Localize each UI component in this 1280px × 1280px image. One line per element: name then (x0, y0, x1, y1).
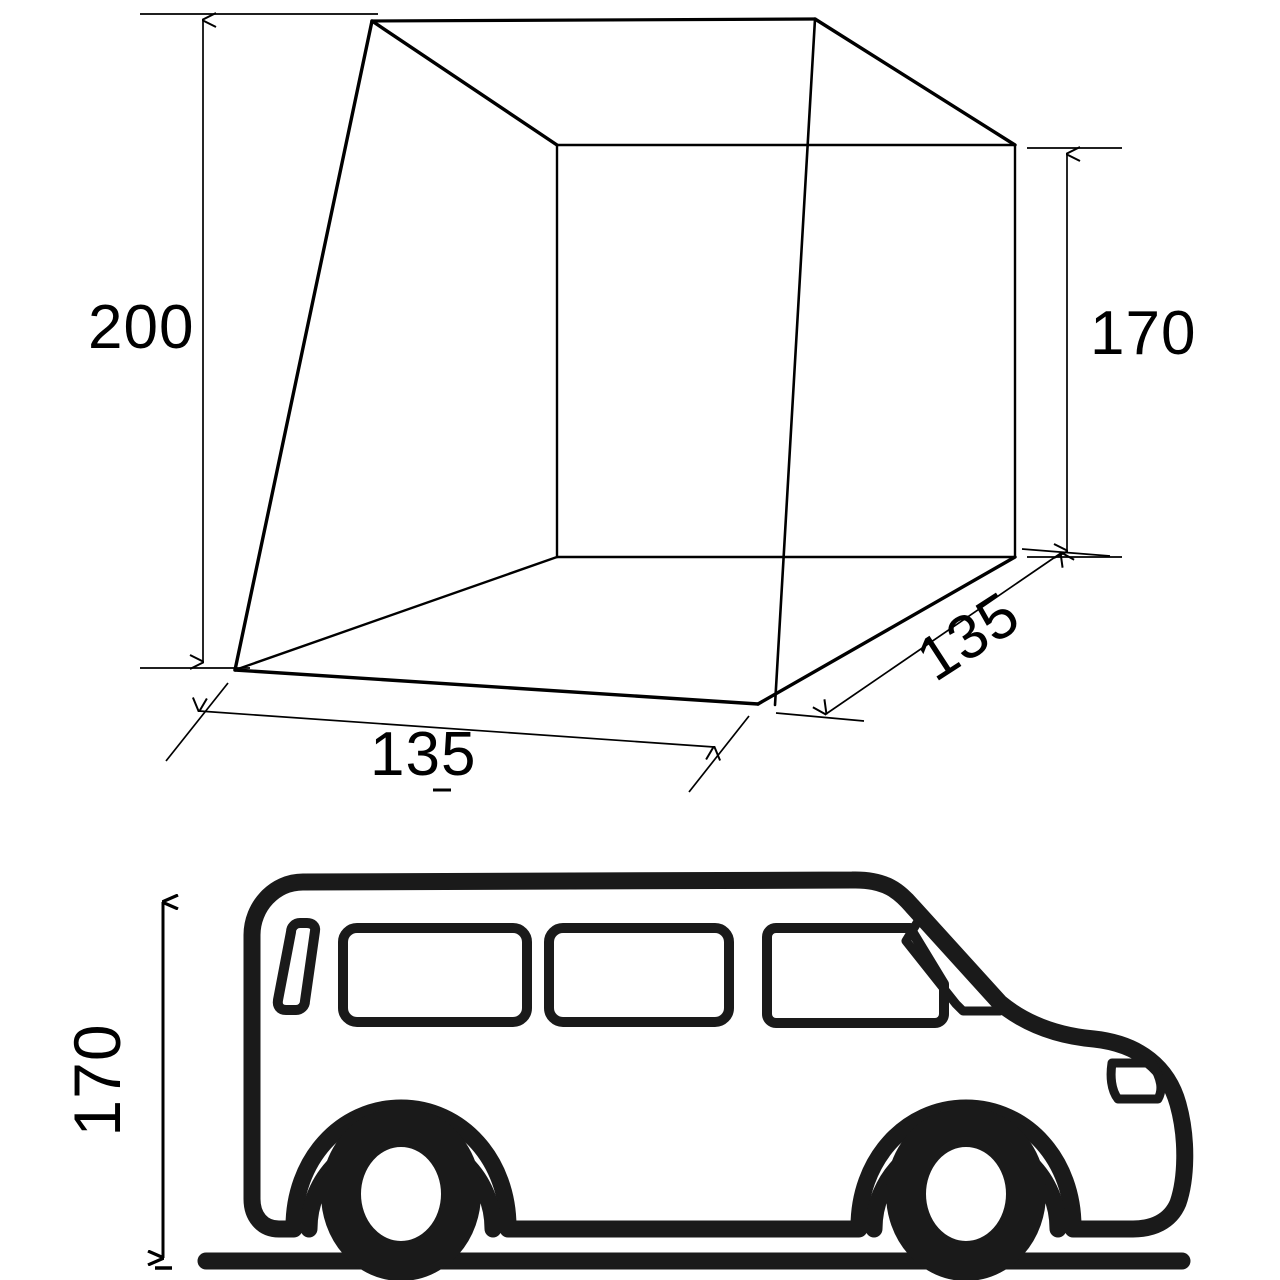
window-front (762, 923, 949, 1028)
front-wheel (865, 1107, 1067, 1280)
dimension-width-135-bottom (165, 682, 750, 793)
dim-line-135-diagonal (826, 553, 1061, 714)
tick-135-diag-upper (1021, 548, 1111, 557)
dim-line-135-bottom (199, 711, 714, 747)
edge-left-front-post (233, 19, 374, 672)
dimension-label-200: 200 (88, 293, 194, 362)
dimension-label-170-awning: 170 (1090, 299, 1196, 368)
windshield (901, 913, 1005, 1016)
tick-135-bottom-left (165, 682, 229, 762)
tick-135-diag-lower (775, 712, 865, 722)
roof-fold-right (813, 17, 1017, 147)
rear-tyre (321, 1107, 481, 1280)
van-side-elevation: 170 (60, 871, 1194, 1280)
dimension-label-170-van: 170 (60, 1023, 134, 1136)
rear-door-glass-strip (272, 918, 321, 1015)
edge-rear-right-post (773, 17, 817, 707)
dimension-depth-135-diagonal (775, 548, 1111, 722)
floor-crease-left (233, 555, 559, 672)
tick-135-bottom-right (688, 715, 750, 793)
window-rear (338, 923, 532, 1027)
roof-fold-left (370, 19, 559, 147)
floor-edge-front-left (233, 668, 760, 706)
ridge-top-back (370, 17, 817, 23)
awning-outer-shell (233, 17, 1017, 707)
window-middle (544, 923, 734, 1027)
awning-3d-isometric: 200 170 135 (88, 14, 1196, 793)
headlight (1106, 1058, 1166, 1104)
dimension-height-200 (140, 14, 378, 668)
front-tyre (886, 1107, 1046, 1280)
dimension-label-135-diagonal: 135 (905, 579, 1032, 695)
awning-inner-box (233, 143, 1017, 672)
rear-wheel (300, 1107, 502, 1280)
dimension-label-135-bottom: 135 (370, 720, 476, 789)
